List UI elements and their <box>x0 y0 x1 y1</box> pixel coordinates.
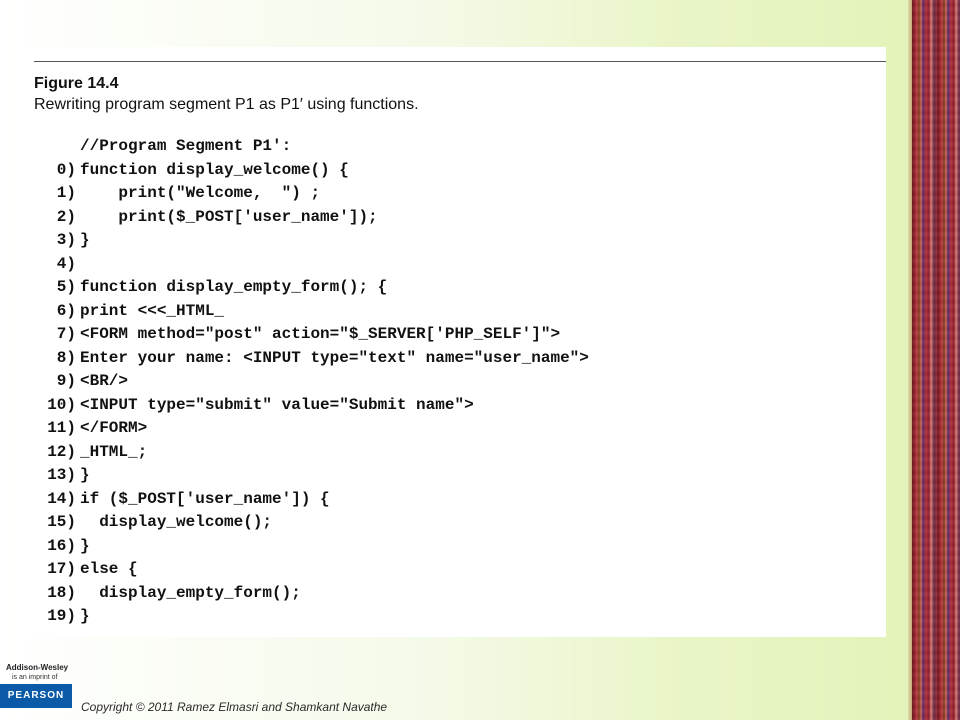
figure-caption: Rewriting program segment P1 as P1′ usin… <box>34 96 419 113</box>
figure-panel: Figure 14.4 Rewriting program segment P1… <box>24 47 886 637</box>
code-line: 18) display_empty_form(); <box>40 582 589 606</box>
code-text: <FORM method="post" action="$_SERVER['PH… <box>80 325 561 343</box>
code-text: display_welcome(); <box>80 513 273 531</box>
line-number: 1) <box>56 184 76 202</box>
code-text: //Program Segment P1': <box>80 137 292 155</box>
code-line: 3)} <box>40 229 589 253</box>
line-number: 10) <box>47 395 76 414</box>
code-line: 19)} <box>40 605 589 629</box>
code-text: display_empty_form(); <box>80 583 301 602</box>
code-text: if ($_POST['user_name']) { <box>80 489 330 508</box>
line-number: 5) <box>56 278 76 296</box>
code-text: print("Welcome, ") ; <box>80 184 321 202</box>
code-text: print <<<_HTML_ <box>80 301 225 320</box>
code-line: 7)<FORM method="post" action="$_SERVER['… <box>40 323 589 347</box>
line-number: 14) <box>47 489 76 508</box>
code-line: 2) print($_POST['user_name']); <box>40 206 589 230</box>
line-number: 6) <box>56 301 76 320</box>
code-text: } <box>80 607 90 625</box>
code-line: 15) display_welcome(); <box>40 511 589 535</box>
line-number: 15) <box>47 513 76 531</box>
line-number: 17) <box>47 560 76 578</box>
publisher-logo: Addison-Wesley is an imprint of PEARSON <box>0 663 72 708</box>
code-line: 10)<INPUT type="submit" value="Submit na… <box>40 394 589 418</box>
code-text: } <box>80 536 90 555</box>
code-line: 4) <box>40 253 589 277</box>
code-line: 14)if ($_POST['user_name']) { <box>40 488 589 512</box>
code-text: <BR/> <box>80 372 129 390</box>
code-line: 17)else { <box>40 558 589 582</box>
code-line: 13)} <box>40 464 589 488</box>
code-text: Enter your name: <INPUT type="text" name… <box>80 348 589 367</box>
publisher-name: Addison-Wesley <box>6 663 69 672</box>
code-listing: //Program Segment P1':0)function display… <box>40 135 589 629</box>
line-number: 3) <box>56 231 76 249</box>
code-text: </FORM> <box>80 419 148 437</box>
figure-top-rule <box>34 61 886 62</box>
code-text: _HTML_; <box>80 442 148 461</box>
code-line: 11)</FORM> <box>40 417 589 441</box>
decorative-stripe <box>912 0 960 720</box>
code-line: 6)print <<<_HTML_ <box>40 300 589 324</box>
code-line: 16)} <box>40 535 589 559</box>
code-line: 0)function display_welcome() { <box>40 159 589 183</box>
line-number: 18) <box>47 583 76 602</box>
line-number: 12) <box>47 442 76 461</box>
imprint-text: is an imprint of <box>12 674 58 681</box>
line-number: 11) <box>47 419 76 437</box>
line-number: 9) <box>56 372 76 390</box>
code-line: 5)function display_empty_form(); { <box>40 276 589 300</box>
line-number: 4) <box>56 254 76 273</box>
code-text: function display_welcome() { <box>80 160 349 179</box>
line-number: 7) <box>56 325 76 343</box>
line-number: 8) <box>56 348 76 367</box>
line-number: 13) <box>47 466 76 484</box>
decorative-stripe-edge <box>908 0 912 720</box>
line-number: 2) <box>56 207 76 226</box>
code-text: } <box>80 466 90 484</box>
code-line: 1) print("Welcome, ") ; <box>40 182 589 206</box>
code-text: print($_POST['user_name']); <box>80 207 378 226</box>
line-number: 16) <box>47 536 76 555</box>
code-line: 8)Enter your name: <INPUT type="text" na… <box>40 347 589 371</box>
code-line: 9)<BR/> <box>40 370 589 394</box>
copyright-text: Copyright © 2011 Ramez Elmasri and Shamk… <box>81 700 388 714</box>
code-text: else { <box>80 560 138 578</box>
code-line: //Program Segment P1': <box>40 135 589 159</box>
code-text: } <box>80 231 90 249</box>
line-number: 19) <box>47 607 76 625</box>
code-line: 12)_HTML_; <box>40 441 589 465</box>
code-text: function display_empty_form(); { <box>80 278 388 296</box>
figure-title: Figure 14.4 <box>34 75 119 92</box>
code-text: <INPUT type="submit" value="Submit name"… <box>80 395 474 414</box>
line-number: 0) <box>56 160 76 179</box>
pearson-logo: PEARSON <box>0 684 72 708</box>
